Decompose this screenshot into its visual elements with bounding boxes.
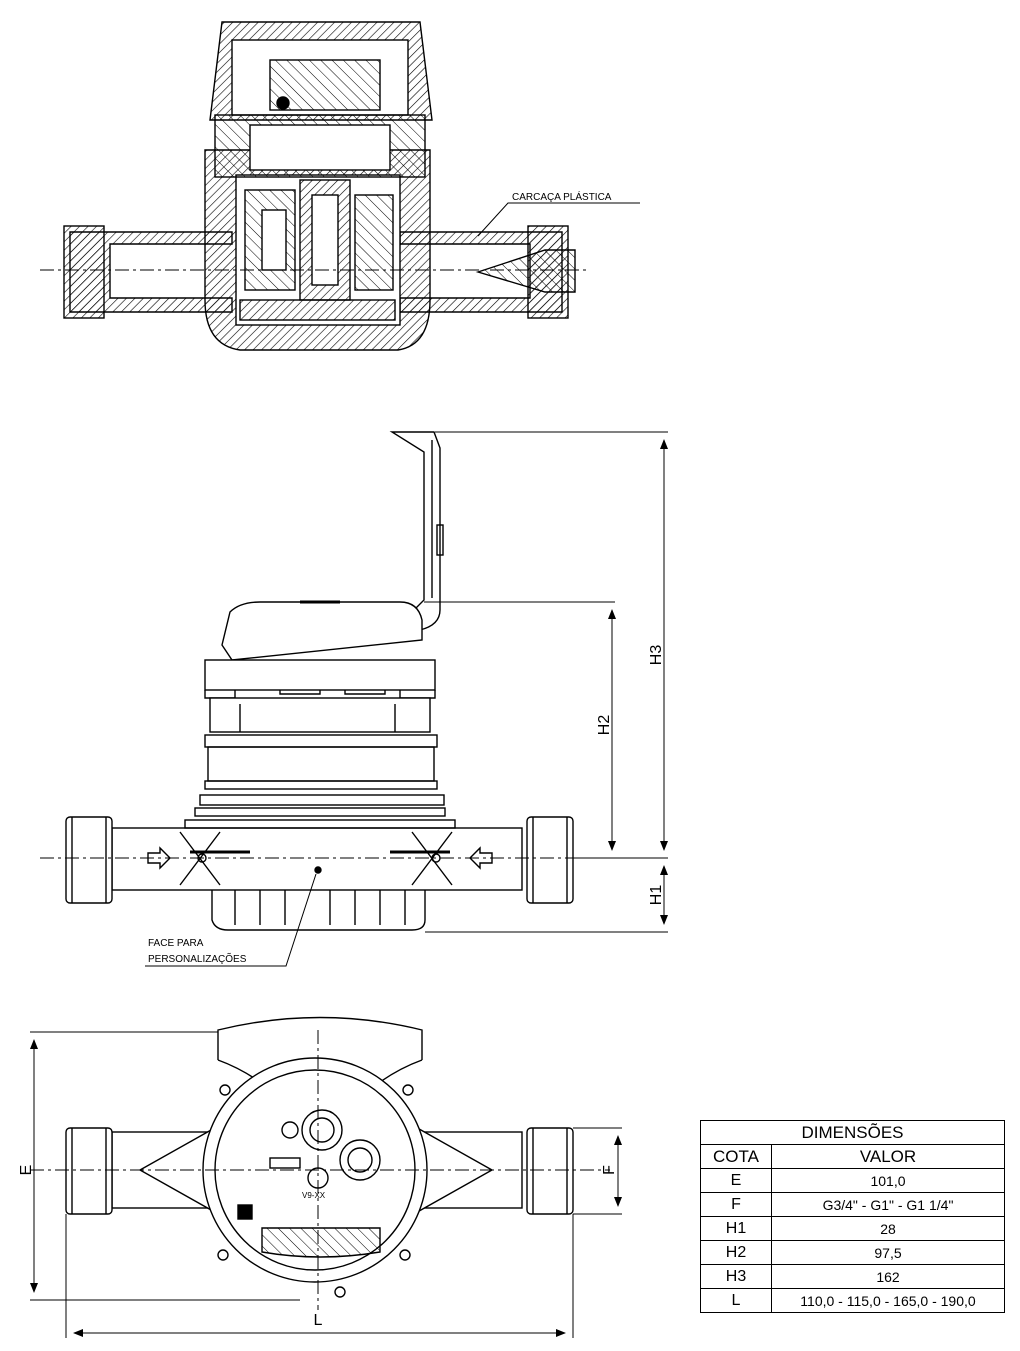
cell-cota: H1 <box>700 1216 772 1241</box>
table-row: H2 97,5 <box>700 1240 1005 1265</box>
dim-label-h1: H1 <box>648 885 665 906</box>
cell-cota: H3 <box>700 1264 772 1289</box>
dim-label-f: F <box>601 1165 618 1175</box>
face-label-line1: FACE PARA <box>148 938 204 949</box>
cell-valor: 97,5 <box>771 1240 1005 1265</box>
dial-text: V9-XX <box>302 1191 326 1200</box>
section-view <box>40 21 640 351</box>
dimensions-table: DIMENSÕES COTA VALOR E 101,0 F G3/4" - G… <box>700 1120 1005 1313</box>
cell-cota: E <box>700 1168 772 1193</box>
housing-label: CARCAÇA PLÁSTICA <box>512 190 612 203</box>
cell-cota: L <box>700 1288 772 1313</box>
face-label-line2: PERSONALIZAÇÕES <box>148 952 247 965</box>
cell-valor: G3/4" - G1" - G1 1/4" <box>771 1192 1005 1217</box>
table-row: F G3/4" - G1" - G1 1/4" <box>700 1192 1005 1217</box>
dim-label-h2: H2 <box>596 715 613 736</box>
dim-label-l: L <box>314 1312 323 1329</box>
table-row: E 101,0 <box>700 1168 1005 1193</box>
cell-cota: H2 <box>700 1240 772 1265</box>
table-row: H3 162 <box>700 1264 1005 1289</box>
column-header-cota: COTA <box>700 1144 772 1169</box>
table-title: DIMENSÕES <box>700 1120 1005 1145</box>
cell-valor: 101,0 <box>771 1168 1005 1193</box>
table-row: L 110,0 - 115,0 - 165,0 - 190,0 <box>700 1288 1005 1313</box>
cell-valor: 110,0 - 115,0 - 165,0 - 190,0 <box>771 1288 1005 1313</box>
table-title-row: DIMENSÕES <box>700 1120 1005 1145</box>
dim-label-e: E <box>18 1165 35 1176</box>
cell-cota: F <box>700 1192 772 1217</box>
top-view <box>30 1016 622 1338</box>
cell-valor: 28 <box>771 1216 1005 1241</box>
column-header-valor: VALOR <box>771 1144 1005 1169</box>
side-view <box>40 431 668 967</box>
cell-valor: 162 <box>771 1264 1005 1289</box>
table-header-row: COTA VALOR <box>700 1144 1005 1169</box>
table-row: H1 28 <box>700 1216 1005 1241</box>
dim-label-h3: H3 <box>648 645 665 666</box>
